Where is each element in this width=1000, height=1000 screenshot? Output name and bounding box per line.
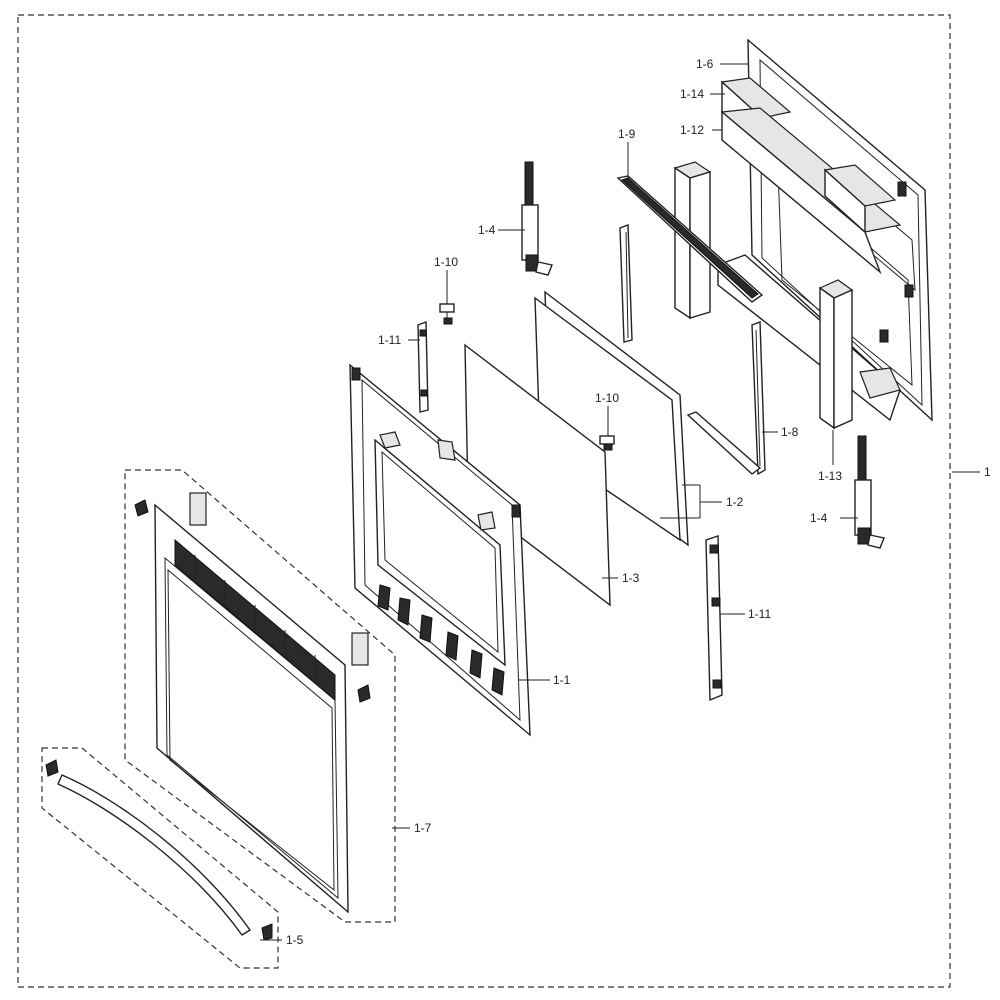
part-1-4-hinge-bottom: [854, 435, 885, 549]
label-1-10-top: 1-10: [434, 255, 458, 269]
part-1-13-insulation-post: [818, 279, 854, 430]
subassembly-1-5-boundary: [41, 747, 279, 969]
label-1-14: 1-14: [680, 87, 704, 101]
label-1-1: 1-1: [553, 673, 571, 687]
part-1-7-outer-door: [134, 492, 371, 914]
label-1-4-top: 1-4: [478, 223, 496, 237]
assembly-boundary: [17, 14, 951, 988]
part-1-10-clip-mid: [599, 435, 615, 451]
label-1-11-left: 1-11: [378, 333, 401, 347]
label-1-11-right: 1-11: [748, 607, 771, 621]
label-1-4-bottom: 1-4: [810, 511, 828, 525]
part-1-10-clip-top: [439, 303, 455, 325]
part-1-4-hinge-top: [521, 161, 553, 276]
insulation-post-left: [673, 161, 712, 320]
label-1-7: 1-7: [414, 821, 432, 835]
label-1-3: 1-3: [622, 571, 640, 585]
label-1-13: 1-13: [818, 469, 842, 483]
part-1-5-handle: [45, 759, 273, 941]
part-1-8-bottom-channel: [686, 321, 766, 476]
label-1-9: 1-9: [618, 127, 636, 141]
label-1-12: 1-12: [680, 123, 704, 137]
label-1-2: 1-2: [726, 495, 744, 509]
insulation-lower-strip: [717, 254, 901, 422]
part-1-11-bracket-right: [705, 535, 723, 702]
label-1-5: 1-5: [286, 933, 304, 947]
label-1-10-mid: 1-10: [595, 391, 619, 405]
label-assembly-1: 1: [984, 465, 991, 479]
part-1-11-bracket-left: [417, 320, 429, 413]
part-1-9-top-channel: [616, 175, 764, 303]
part-1-3-glass: [464, 343, 611, 607]
label-1-8: 1-8: [781, 425, 799, 439]
part-1-12-insulation-strip: [720, 107, 902, 275]
vertical-rail: [619, 224, 633, 343]
part-1-1-middle-frame: [349, 363, 531, 737]
label-1-6: 1-6: [696, 57, 714, 71]
leader-lines: [260, 63, 980, 941]
